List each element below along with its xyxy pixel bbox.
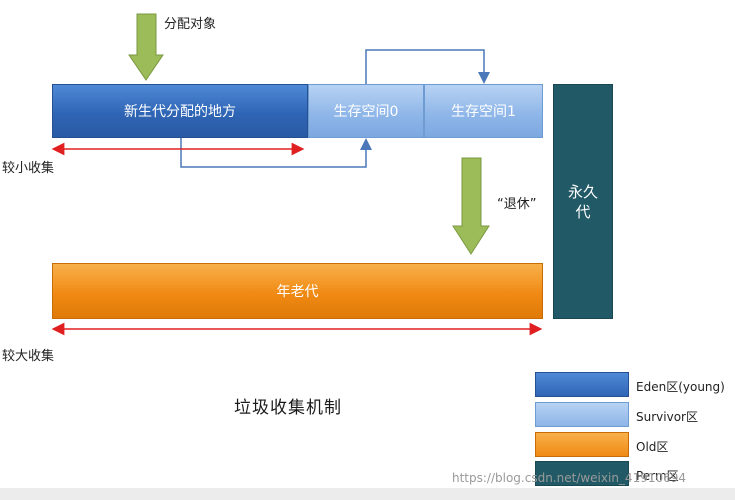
survivor1-label: 生存空间1 [451, 104, 516, 120]
legend-label-perm: Perm区 [636, 469, 679, 483]
diagram-title: 垃圾收集机制 [234, 398, 342, 418]
eden-to-survivor0-connector [180, 138, 372, 168]
perm-label-line2: 代 [575, 202, 591, 221]
old-label: 年老代 [276, 284, 319, 300]
legend-swatch-eden [535, 372, 629, 397]
retire-label: “退休” [497, 197, 537, 212]
perm-region: 永久 代 [553, 84, 613, 319]
watermark-text: https://blog.csdn.net/weixin_41910694 [452, 471, 687, 485]
survivor1-region: 生存空间1 [424, 84, 543, 138]
eden-region: 新生代分配的地方 [52, 84, 308, 138]
bottom-bar [0, 488, 735, 500]
old-region: 年老代 [52, 263, 543, 319]
minor-gc-label: 较小收集 [2, 161, 55, 176]
allocate-arrow [128, 13, 164, 81]
legend-swatch-old [535, 432, 629, 457]
survivor0-to-survivor1-connector [365, 49, 490, 84]
major-gc-label: 较大收集 [2, 349, 55, 364]
perm-label-line1: 永久 [567, 182, 598, 201]
legend-label-old: Old区 [636, 440, 669, 454]
retire-arrow [452, 157, 490, 255]
legend-label-eden: Eden区(young) [636, 380, 725, 394]
eden-label: 新生代分配的地方 [124, 104, 236, 120]
survivor0-label: 生存空间0 [333, 104, 399, 120]
allocate-label: 分配对象 [164, 17, 217, 32]
legend-label-survivor: Survivor区 [636, 410, 698, 424]
legend-swatch-perm [535, 461, 629, 486]
legend-swatch-survivor [535, 402, 629, 427]
survivor0-region: 生存空间0 [308, 84, 424, 138]
